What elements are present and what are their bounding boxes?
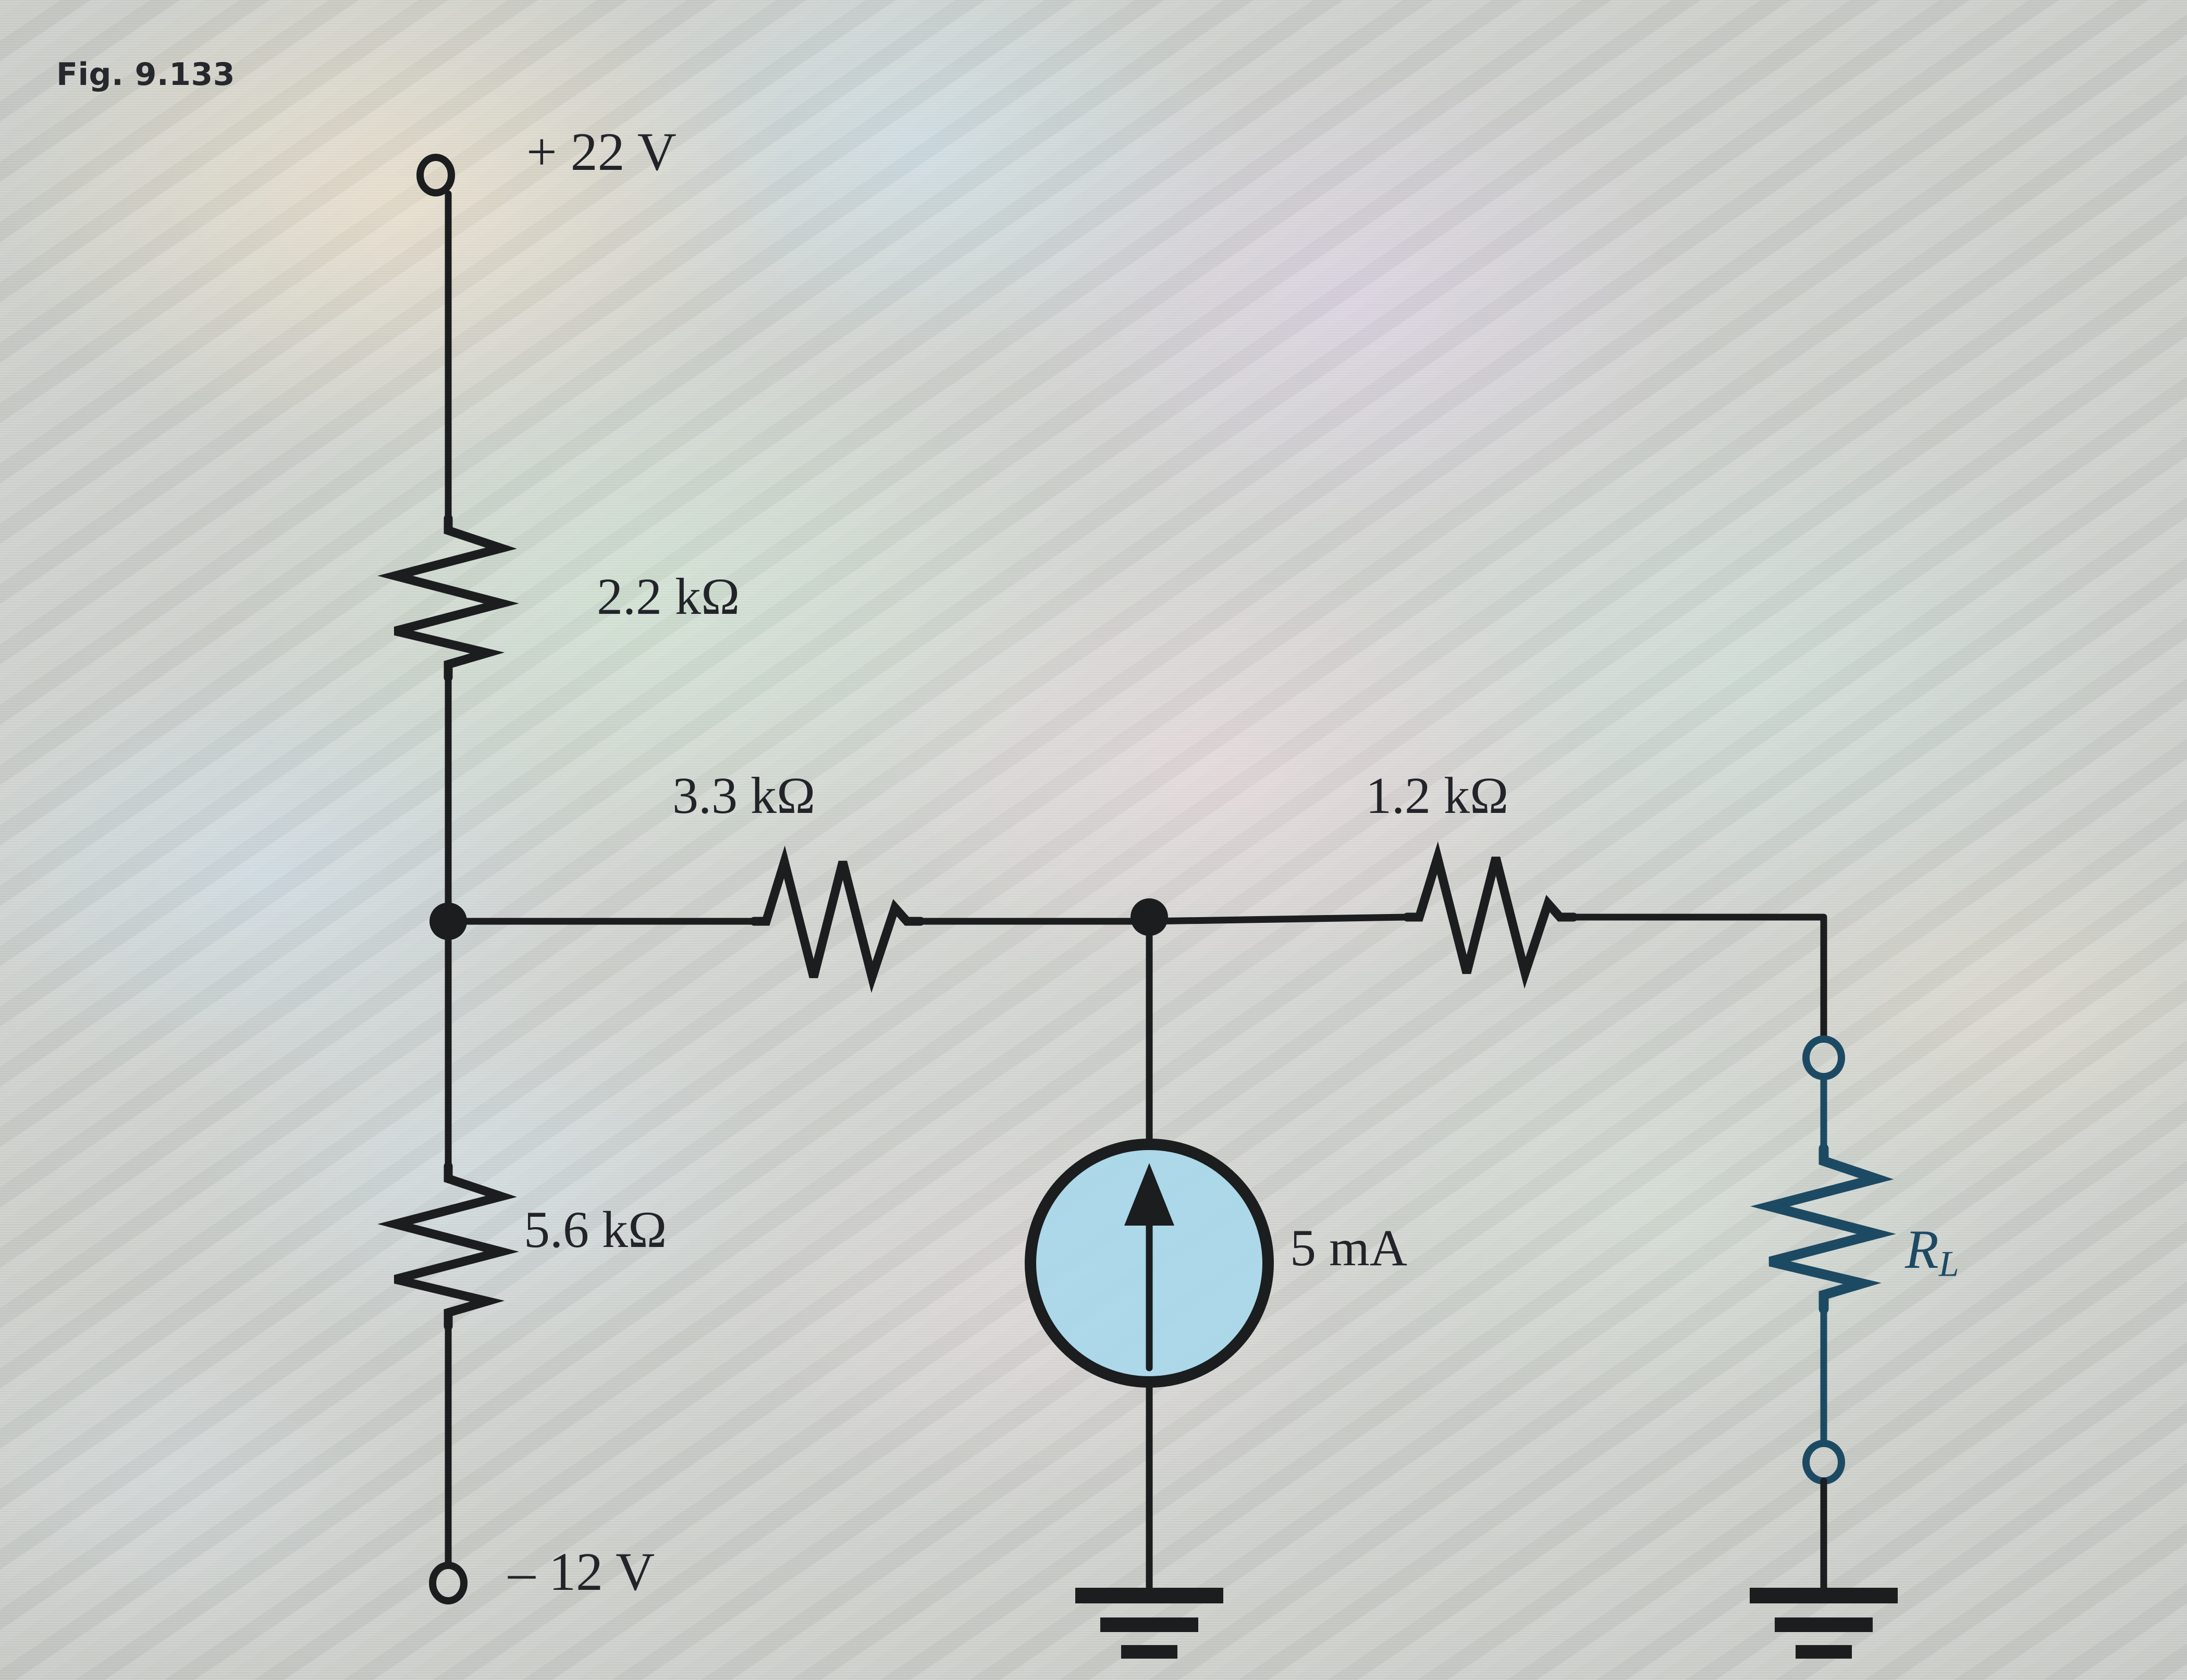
- left-supply-branch: [377, 154, 519, 1604]
- label-resistor-5k6: 5.6 kΩ: [524, 1201, 667, 1258]
- resistor-1k2-zigzag: [1403, 841, 1578, 989]
- label-resistor-1k2: 1.2 kΩ: [1366, 767, 1509, 824]
- load-upper-terminal-circle: [1802, 1035, 1845, 1080]
- label-current-source: 5 mA: [1290, 1219, 1407, 1277]
- ground-symbol-source: [1075, 1588, 1223, 1659]
- label-resistor-3k3: 3.3 kΩ: [672, 767, 816, 824]
- load-resistor-zigzag: [1750, 1143, 1896, 1314]
- wire-node-b-to-r3: [1146, 913, 1411, 925]
- positive-supply-terminal-circle: [416, 154, 455, 196]
- junction-dot-center: [1131, 898, 1168, 936]
- load-resistor-subscript: L: [1938, 1244, 1959, 1284]
- label-load-resistor: RL: [1905, 1222, 1959, 1282]
- label-resistor-2k2: 2.2 kΩ: [597, 567, 740, 625]
- current-source-arrow-head: [1124, 1163, 1174, 1226]
- negative-supply-terminal-circle: [429, 1562, 468, 1604]
- resistor-5k6-zigzag: [377, 1162, 519, 1331]
- load-resistor-symbol: R: [1905, 1219, 1939, 1280]
- load-branch: [1750, 1035, 1898, 1659]
- ground-symbol-load: [1750, 1588, 1898, 1659]
- resistor-3k3-zigzag: [750, 845, 925, 993]
- figure-label: Fig. 9.133: [56, 56, 235, 93]
- label-negative-supply: – 12 V: [508, 1542, 655, 1602]
- label-positive-supply: + 22 V: [526, 122, 677, 182]
- current-source-branch: [1025, 918, 1274, 1659]
- load-lower-terminal-circle: [1802, 1440, 1845, 1485]
- junction-dot-left: [429, 903, 467, 940]
- resistor-2k2-zigzag: [377, 514, 519, 682]
- horizontal-bridge-rail: [445, 841, 1827, 1043]
- wire-r3-to-load-corner: [1570, 913, 1827, 1043]
